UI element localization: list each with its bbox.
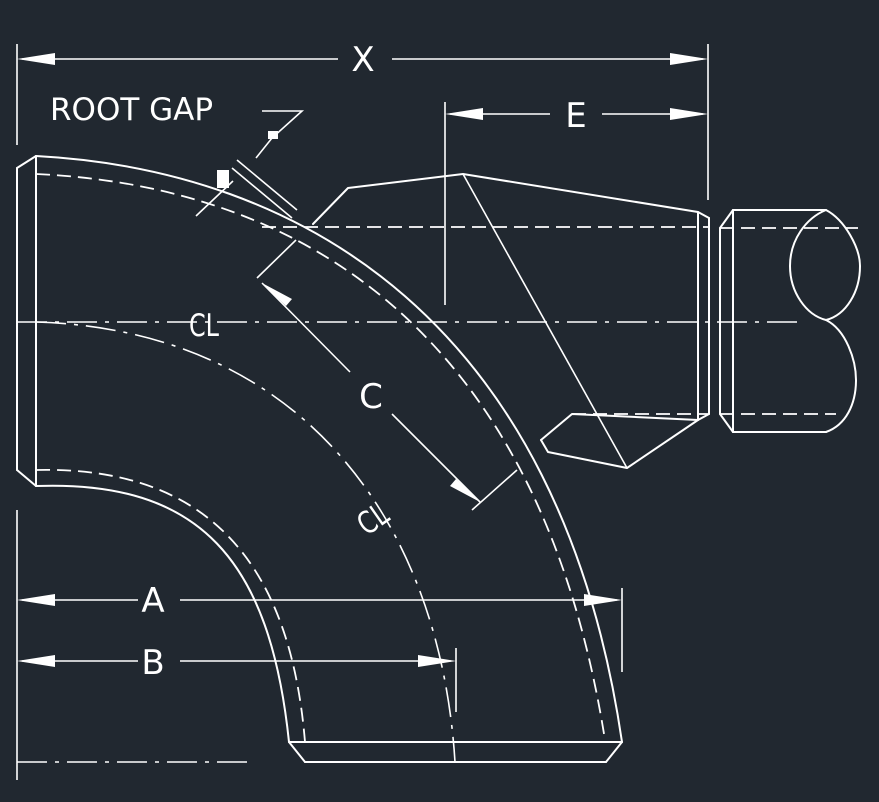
dimension-c: C	[256, 239, 518, 511]
root-gap-callout: ROOT GAP	[50, 92, 305, 219]
root-gap-label: ROOT GAP	[50, 92, 213, 128]
dimension-a-label: A	[141, 581, 164, 621]
dimension-x: X	[16, 40, 709, 200]
dimension-c-label: C	[359, 377, 383, 417]
branch-fitting	[262, 173, 710, 469]
centerline-symbol-1: CL	[189, 308, 220, 344]
dimension-b-label: B	[141, 643, 164, 683]
elbow-body	[16, 155, 623, 763]
dimension-e: E	[444, 96, 708, 305]
horizontal-centerline: CL	[17, 308, 800, 344]
dimension-x-label: X	[351, 40, 374, 80]
pipe-end	[719, 209, 861, 433]
dimension-e-label: E	[565, 96, 586, 136]
dimension-a: A	[16, 510, 623, 780]
centerline-symbol-2: CL	[351, 496, 397, 543]
dimension-b: B	[17, 643, 457, 712]
